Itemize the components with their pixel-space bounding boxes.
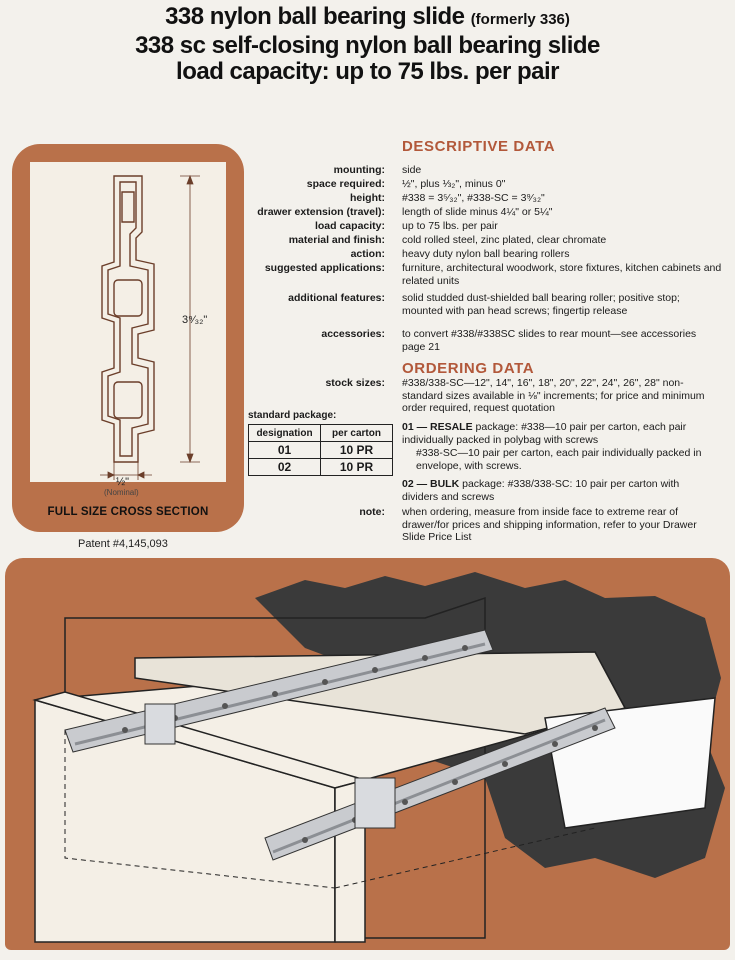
patent-number: Patent #4,145,093 <box>78 538 168 550</box>
stock-sizes-value: #338/338-SC—12", 14", 16", 18", 20", 22"… <box>402 377 705 414</box>
drawer-illustration <box>5 558 730 950</box>
package-01-code: 01 — RESALE <box>402 421 473 433</box>
table-row: 02 10 PR <box>248 458 393 476</box>
note-text: when ordering, measure from inside face … <box>402 506 697 543</box>
formerly-note: (formerly 336) <box>470 11 570 28</box>
stock-sizes-label: stock sizes: <box>325 377 385 389</box>
cross-section-card: 3⁹⁄₃₂" ½" (Nominal) FULL SIZE CROSS SECT… <box>12 144 244 532</box>
product-title: 338 nylon ball bearing slide <box>165 3 465 30</box>
package-01-text: 01 — RESALE package: #338—10 pair per ca… <box>402 421 716 446</box>
cross-section-caption: FULL SIZE CROSS SECTION <box>47 506 209 518</box>
spec-value: furniture, architectural woodwork, store… <box>402 262 722 287</box>
table-cell: 01 <box>248 441 321 459</box>
nominal-label: (Nominal) <box>104 488 139 497</box>
ordering-data-title: ORDERING DATA <box>402 360 535 377</box>
cross-section-diagram <box>100 174 200 480</box>
note-label: note: <box>359 506 385 518</box>
package-02-text: 02 — BULK package: #338/338-SC: 10 pair … <box>402 478 716 503</box>
standard-package-label: standard package: <box>248 410 337 421</box>
spec-label: mounting: <box>333 164 385 176</box>
spec-value: cold rolled steel, zinc plated, clear ch… <box>402 234 607 246</box>
spec-label: drawer extension (travel): <box>257 206 385 218</box>
spec-label: material and finish: <box>288 234 385 246</box>
spec-value: solid studded dust-shielded ball bearing… <box>402 292 680 317</box>
header-line-3: load capacity: up to 75 lbs. per pair <box>176 58 559 85</box>
spec-label: height: <box>350 192 385 204</box>
table-cell: 10 PR <box>320 458 393 476</box>
spec-value: up to 75 lbs. per pair <box>402 220 498 232</box>
spec-label: suggested applications: <box>264 262 385 274</box>
spec-value: side <box>402 164 422 176</box>
spec-value: #338 = 3⁵⁄₃₂", #338-SC = 3⁹⁄₃₂" <box>402 192 545 204</box>
spec-value: heavy duty nylon ball bearing rollers <box>402 248 570 260</box>
spec-value: ½", plus ⅓₂", minus 0" <box>402 178 506 190</box>
spec-label: additional features: <box>288 292 385 304</box>
table-header-row: designation per carton <box>248 424 393 442</box>
cross-section-drawing: 3⁹⁄₃₂" <box>30 162 226 482</box>
table-cell: 10 PR <box>320 441 393 459</box>
table-cell: 02 <box>248 458 321 476</box>
package-02-code: 02 — BULK <box>402 478 460 490</box>
spec-value: to convert #338/#338SC slides to rear mo… <box>402 328 697 353</box>
table-row: 01 10 PR <box>248 441 393 459</box>
spec-label: space required: <box>306 178 385 190</box>
table-header: per carton <box>320 424 393 442</box>
spec-label: action: <box>350 248 385 260</box>
header-line-1: 338 nylon ball bearing slide (formerly 3… <box>0 4 735 33</box>
height-dimension-label: 3⁹⁄₃₂" <box>182 314 208 326</box>
package-01-sc-text: #338-SC—10 pair per carton, each pair in… <box>416 447 702 472</box>
spec-label: load capacity: <box>314 220 385 232</box>
standard-package-table: designation per carton 01 10 PR 02 10 PR <box>248 424 393 476</box>
package-02-desc: package: #338/338-SC: 10 pair per carton… <box>402 478 680 503</box>
spec-label: accessories: <box>321 328 385 340</box>
drawer-slides <box>64 629 616 861</box>
width-dimension-label: ½" <box>116 476 130 488</box>
package-01-desc: package: #338—10 pair per carton, each p… <box>402 421 687 446</box>
header-line-2: 338 sc self-closing nylon ball bearing s… <box>135 32 600 59</box>
paper-sheet <box>544 697 716 829</box>
table-header: designation <box>248 424 321 442</box>
drawer-illustration-drawing <box>32 572 725 943</box>
page-header: 338 nylon ball bearing slide (formerly 3… <box>0 4 735 85</box>
spec-value: length of slide minus 4¼" or 5¼" <box>402 206 553 218</box>
descriptive-data-title: DESCRIPTIVE DATA <box>402 138 556 155</box>
